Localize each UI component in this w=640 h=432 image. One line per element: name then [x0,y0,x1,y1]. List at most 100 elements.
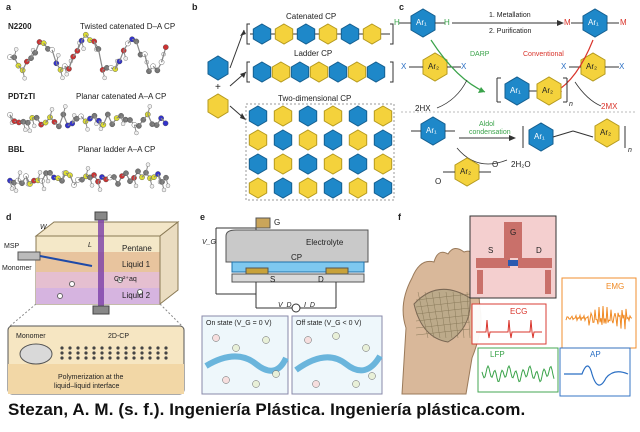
ar2-left: Ar₂ [428,62,440,71]
network-hex [348,129,368,151]
n-aldol: n [628,147,632,154]
ar2-aldol: Ar₂ [460,167,472,176]
network-hex [373,129,393,151]
mol2-desc: Planar catenated A–A CP [76,92,167,101]
panel-e: e G V_G Electrolyte CP S D V_D I_D On st… [196,208,386,398]
chain-hex [296,23,316,45]
network-hex [298,153,318,175]
panel-a: a N2200 Twisted catenated D–A CP PDTzTI … [0,0,185,205]
molecule-structures [7,31,171,193]
yellow-monomer-hex [207,93,229,119]
network-hex [373,177,393,199]
network-hex [348,153,368,175]
bbl-molecule [7,162,171,193]
network-hex [323,129,343,151]
step1-label: 1. Metallation [489,12,531,19]
network-hex [348,177,368,199]
ladder-hex [252,61,272,83]
mol3-name: BBL [8,145,25,154]
ladder-hex [290,61,310,83]
lfp-trace [481,364,555,383]
o-right: O [492,160,499,169]
network-hex [348,105,368,127]
figure-caption: Stezan, A. M. (s. f.). Ingeniería Plásti… [8,400,526,419]
inset-2dcp-label: 2D-CP [108,333,130,340]
inset-monomer-label: Monomer [16,333,46,340]
on-state-label: On state (V_G = 0 V) [206,320,272,327]
ar2-right: Ar₂ [586,62,598,71]
inset-caption-1: Polymerization at the [58,374,124,381]
mol1-name: N2200 [8,22,32,31]
interface-polymerization-diagram [7,211,185,395]
step2-label: 2. Purification [489,28,532,35]
network-hex [273,129,293,151]
chain-hex [274,23,294,45]
o-left: O [435,177,442,186]
twod-network [245,103,395,201]
catenated-chain [246,23,394,45]
ar1-product: Ar₁ [510,86,521,95]
inset-caption-2: liquid–liquid interface [54,383,120,390]
network-hex [248,153,268,175]
m-right: M [620,18,627,27]
network-hex [373,153,393,175]
ap-label: AP [590,350,601,359]
cp-sheet [60,346,168,360]
vg-label: V_G [202,239,217,246]
bioelectronics-figure [401,215,637,397]
ecg-label: ECG [510,307,528,316]
polymer-diagram [207,23,395,201]
ar1-aldol: Ar₁ [426,126,437,135]
electrolyte-label: Electrolyte [306,238,344,247]
emg-trace [565,305,633,330]
h-right: H [444,18,450,27]
ar2-aldol-product: Ar₂ [600,128,612,137]
network-hex [273,153,293,175]
mol2-name: PDTzTI [8,92,36,101]
blue-monomer-hex [207,55,229,81]
chain-hex [318,23,338,45]
g-label: G [274,218,281,227]
network-hex [273,177,293,199]
twoh2o-label: 2H₂O [511,160,531,169]
mol1-desc: Twisted catenated D–A CP [80,22,176,31]
aldol-label-1: Aldol [479,121,495,128]
panel-a-label: a [6,2,12,12]
ar2-product: Ar₂ [542,86,554,95]
monomer-label: Monomer [2,265,32,272]
conventional-label: Conventional [523,51,564,58]
panel-b: b + Catenated CP Ladder CP Two-dimension… [186,0,396,205]
x-left-a: X [401,62,407,71]
twod-label: Two-dimensional CP [278,94,352,103]
network-hex [298,105,318,127]
panel-f: f G S D ECG EMG LFP AP [392,208,640,398]
x-right-b: X [619,62,625,71]
network-hex [298,129,318,151]
cu-label: Cu²⁺aq [114,276,137,283]
chain-hex [340,23,360,45]
darp-label: DARP [470,51,490,58]
n2200-molecule [7,31,169,81]
ladder-hex [328,61,348,83]
pentane-label: Pentane [122,244,152,253]
f-g-label: G [510,228,517,237]
network-hex [298,177,318,199]
msp-label: MSP [4,243,20,250]
h-left: H [394,18,400,27]
ladder-hex [366,61,386,83]
f-d-label: D [536,246,542,255]
network-hex [373,105,393,127]
ar1-aldol-product: Ar₁ [534,132,545,141]
vd-label: V_D [278,302,292,309]
panel-f-label: f [398,212,401,222]
network-hex [248,129,268,151]
ecb-transistor-diagram [201,217,383,395]
network-hex [323,177,343,199]
liquid1-label: Liquid 1 [122,260,151,269]
ion-markers [212,332,376,388]
cp-label: CP [291,253,303,262]
twohx-label: 2HX [415,104,431,113]
chain-hex [362,23,382,45]
panel-d: d W L MSP Monomer Pentane Liquid 1 Cu²⁺a… [0,208,190,398]
chain-hex [252,23,272,45]
